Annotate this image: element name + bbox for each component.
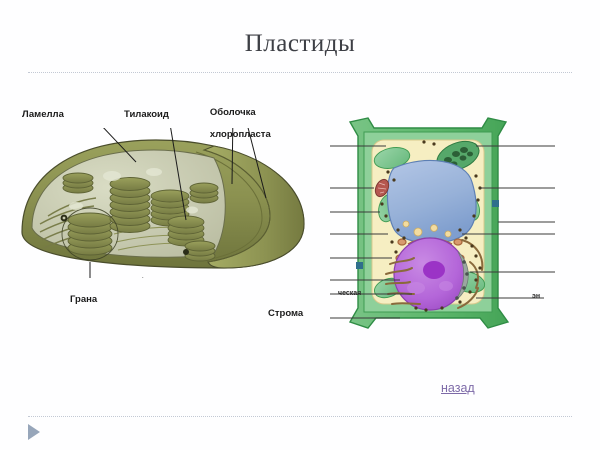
label-thylakoid: Тилакоид (124, 109, 169, 120)
label-granum: Грана (70, 294, 98, 305)
label-envelope-line2: хлоропласта (209, 129, 271, 140)
plant-cell-illustration (330, 117, 555, 329)
play-triangle-icon[interactable] (28, 424, 40, 440)
label-envelope-line1: Оболочка (209, 107, 256, 118)
label-lamella: Ламелла (22, 109, 64, 120)
chloroplast-diagram: Ламелла Тилакоид Оболочка хлоропласта Гр… (18, 107, 308, 319)
header-divider (28, 72, 572, 73)
label-envelope: Оболочка хлоропласта (194, 96, 271, 151)
footer-divider (28, 416, 572, 417)
plant-cell-diagram: ческая эн (330, 112, 555, 340)
cell-label-fragment-right: эн (532, 293, 541, 300)
back-link[interactable]: назад (441, 381, 475, 395)
cell-label-fragment-left: ческая (338, 290, 362, 297)
label-stroma: Строма (268, 308, 304, 319)
chloroplast-illustration (21, 128, 305, 278)
page-title: Пластиды (244, 30, 356, 57)
